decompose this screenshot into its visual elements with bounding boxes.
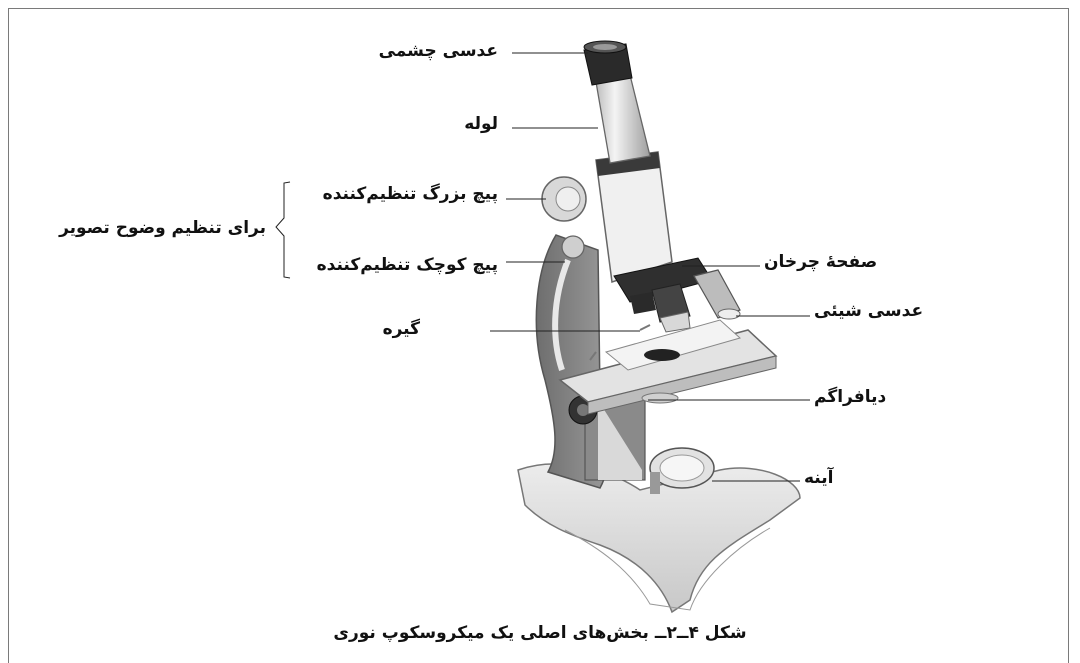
label-mirror: آینه bbox=[804, 470, 833, 487]
eyepiece bbox=[584, 41, 632, 85]
label-objective-lens: عدسی شیئی bbox=[814, 303, 923, 320]
label-diaphragm: دیافراگم bbox=[814, 389, 886, 406]
figure-caption: شکل ۴ــ۲ــ بخش‌های اصلی یک میکروسکوپ نور… bbox=[0, 623, 1080, 643]
fine-adjustment-knob bbox=[562, 236, 584, 258]
label-clip: گیره bbox=[383, 321, 420, 338]
label-coarse-knob: پیچ بزرگ تنظیم‌کننده bbox=[323, 186, 498, 203]
body-housing bbox=[596, 152, 672, 282]
label-revolving-nosepiece: صفحهٔ چرخان bbox=[764, 254, 877, 271]
coarse-adjustment-knob bbox=[542, 177, 586, 221]
label-eyepiece: عدسی چشمی bbox=[379, 43, 498, 60]
label-adjust-group: برای تنظیم وضوح تصویر bbox=[59, 220, 266, 237]
label-fine-knob: پیچ کوچک تنظیم‌کننده bbox=[317, 257, 498, 274]
label-tube: لوله bbox=[464, 116, 498, 133]
tube bbox=[596, 75, 650, 163]
